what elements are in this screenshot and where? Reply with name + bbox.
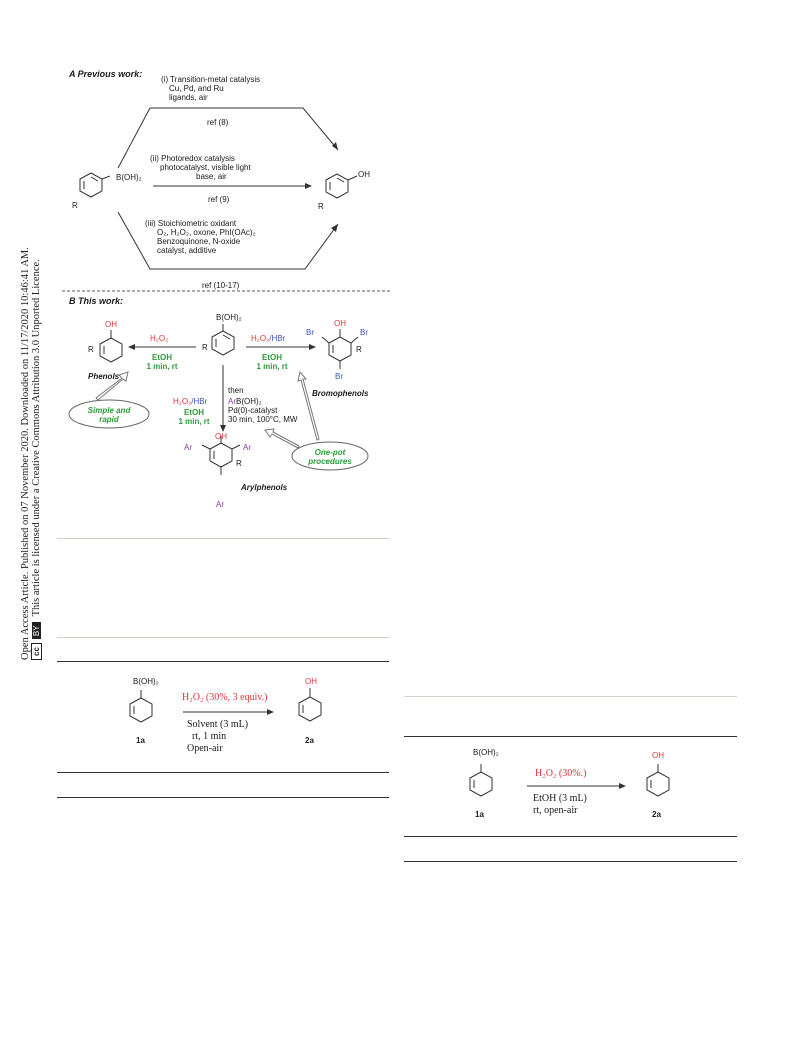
table1-cond-line: Solvent (3 mL) xyxy=(187,719,249,730)
route1-conditions: (i) Transition-metal catalysis Cu, Pd, a… xyxy=(161,75,260,102)
down-boronic: B(OH)₂ xyxy=(236,397,262,406)
table1-bottom-rule xyxy=(57,797,389,798)
callout-simple-rapid: Simple and rapid xyxy=(71,406,147,424)
down-cond-line: EtOH xyxy=(184,408,204,417)
bromophenols-label: Bromophenols xyxy=(312,389,369,398)
right-product-r: R xyxy=(356,345,362,354)
scheme-a-heading: A Previous work: xyxy=(69,69,143,79)
down-right-conditions: ArB(OH)₂ Pd(0)-catalyst 30 min, 100°C, M… xyxy=(228,397,297,424)
route2-line: photocatalyst, visible light xyxy=(160,163,251,172)
center-boronic-label: B(OH)₂ xyxy=(216,313,242,322)
down-left-reagent: H₂O₂/HBr xyxy=(173,397,207,406)
route3-ref[interactable]: ref (10-17) xyxy=(202,281,240,290)
route2-conditions: (ii) Photoredox catalysis photocatalyst,… xyxy=(150,154,251,181)
left-cond-line: 1 min, rt xyxy=(146,362,178,371)
route3-oxidants: O₂, H₂O₂, oxone, PhI(OAc)₂ xyxy=(157,228,256,237)
divider xyxy=(57,538,389,539)
right-conditions: EtOH 1 min, rt xyxy=(252,353,292,371)
route2-line: base, air xyxy=(196,172,227,181)
table2-cond-line: EtOH (3 mL) xyxy=(533,793,587,804)
left-product-r: R xyxy=(88,345,94,354)
scheme-b-heading: B This work: xyxy=(69,296,124,306)
table2-conditions: EtOH (3 mL) rt, open-air xyxy=(533,793,587,817)
route1-line: (i) Transition-metal catalysis xyxy=(161,75,261,84)
route1-line: Cu, Pd, and Ru xyxy=(169,84,224,93)
table2-boronic-label: B(OH)₂ xyxy=(473,748,499,757)
down-ar: Ar xyxy=(228,397,236,406)
down-cond-line: 1 min, rt xyxy=(178,417,210,426)
right-reagent: H₂O₂/HBr xyxy=(251,334,285,343)
divider xyxy=(404,696,737,697)
route3-conditions: (iii) Stoichiometric oxidant O₂, H₂O₂, o… xyxy=(145,219,256,255)
right-cond-line: 1 min, rt xyxy=(256,362,288,371)
table2-reagent: H₂O₂ (30%.) xyxy=(535,768,587,779)
callout-line: rapid xyxy=(99,415,119,424)
table2-top-rule xyxy=(404,736,737,737)
route1-ref[interactable]: ref (8) xyxy=(207,118,229,127)
table2-product-oh: OH xyxy=(652,751,664,760)
right-product-br: Br xyxy=(360,328,368,337)
down-left-conditions: EtOH 1 min, rt xyxy=(172,408,216,426)
right-product-oh: OH xyxy=(334,319,346,328)
bottom-product-ar: Ar xyxy=(243,443,251,452)
right-reagent-h2o2: H₂O₂ xyxy=(251,334,270,343)
route2-line: (ii) Photoredox catalysis xyxy=(150,154,235,163)
table1-cond-line: rt, 1 min xyxy=(192,731,227,742)
left-product-oh: OH xyxy=(105,320,117,329)
table1-top-rule xyxy=(57,661,389,662)
table1-cond-line: Open-air xyxy=(187,743,223,754)
route1-line: ligands, air xyxy=(169,93,208,102)
table2-product-id: 2a xyxy=(652,810,661,819)
route3-line: Benzoquinone, N-oxide xyxy=(157,237,241,246)
start-r-label: R xyxy=(72,201,78,210)
left-cond-line: EtOH xyxy=(152,353,172,362)
down-right-line: 30 min, 100°C, MW xyxy=(228,415,298,424)
table2-sm-id: 1a xyxy=(475,810,484,819)
route3-line: catalyst, additive xyxy=(157,246,217,255)
left-conditions: EtOH 1 min, rt xyxy=(142,353,182,371)
callout-line: Simple and xyxy=(87,406,131,415)
phenols-label: Phenols xyxy=(88,372,120,381)
right-reagent-hbr: /HBr xyxy=(269,334,286,343)
route2-ref[interactable]: ref (9) xyxy=(208,195,230,204)
table1-mid-rule xyxy=(57,772,389,773)
callout-line: procedures xyxy=(308,457,352,466)
down-then: then xyxy=(228,386,244,395)
arylphenols-label: Arylphenols xyxy=(241,483,288,492)
table1-sm-id: 1a xyxy=(136,736,145,745)
left-reagent: H₂O₂ xyxy=(150,334,169,343)
callout-line: One-pot xyxy=(314,448,346,457)
table1-product-id: 2a xyxy=(305,736,314,745)
center-r-label: R xyxy=(202,343,208,352)
table1-conditions: Solvent (3 mL) rt, 1 min Open-air xyxy=(187,719,248,755)
callout-one-pot: One-pot procedures xyxy=(294,448,366,466)
bottom-product-ar: Ar xyxy=(184,443,192,452)
bottom-product-oh: OH xyxy=(215,432,227,441)
table2-bottom-rule xyxy=(404,861,737,862)
down-hbr: /HBr xyxy=(191,397,208,406)
divider xyxy=(57,637,389,638)
bottom-product-ar: Ar xyxy=(216,500,224,509)
right-product-br: Br xyxy=(306,328,314,337)
route3-title: (iii) Stoichiometric oxidant xyxy=(145,219,237,228)
table1-reagent: H₂O₂ (30%, 3 equiv.) xyxy=(182,692,268,703)
bottom-product-r: R xyxy=(236,459,242,468)
down-h2o2: H₂O₂ xyxy=(173,397,192,406)
start-boronic-label: B(OH)₂ xyxy=(116,173,142,182)
table1-boronic-label: B(OH)₂ xyxy=(133,677,159,686)
table2-mid-rule xyxy=(404,836,737,837)
product-r-label: R xyxy=(318,202,324,211)
down-right-line: Pd(0)-catalyst xyxy=(228,406,278,415)
right-product-br: Br xyxy=(335,372,343,381)
product-oh-label: OH xyxy=(358,170,370,179)
right-cond-line: EtOH xyxy=(262,353,282,362)
table1-product-oh: OH xyxy=(305,677,317,686)
table2-cond-line: rt, open-air xyxy=(533,805,578,816)
